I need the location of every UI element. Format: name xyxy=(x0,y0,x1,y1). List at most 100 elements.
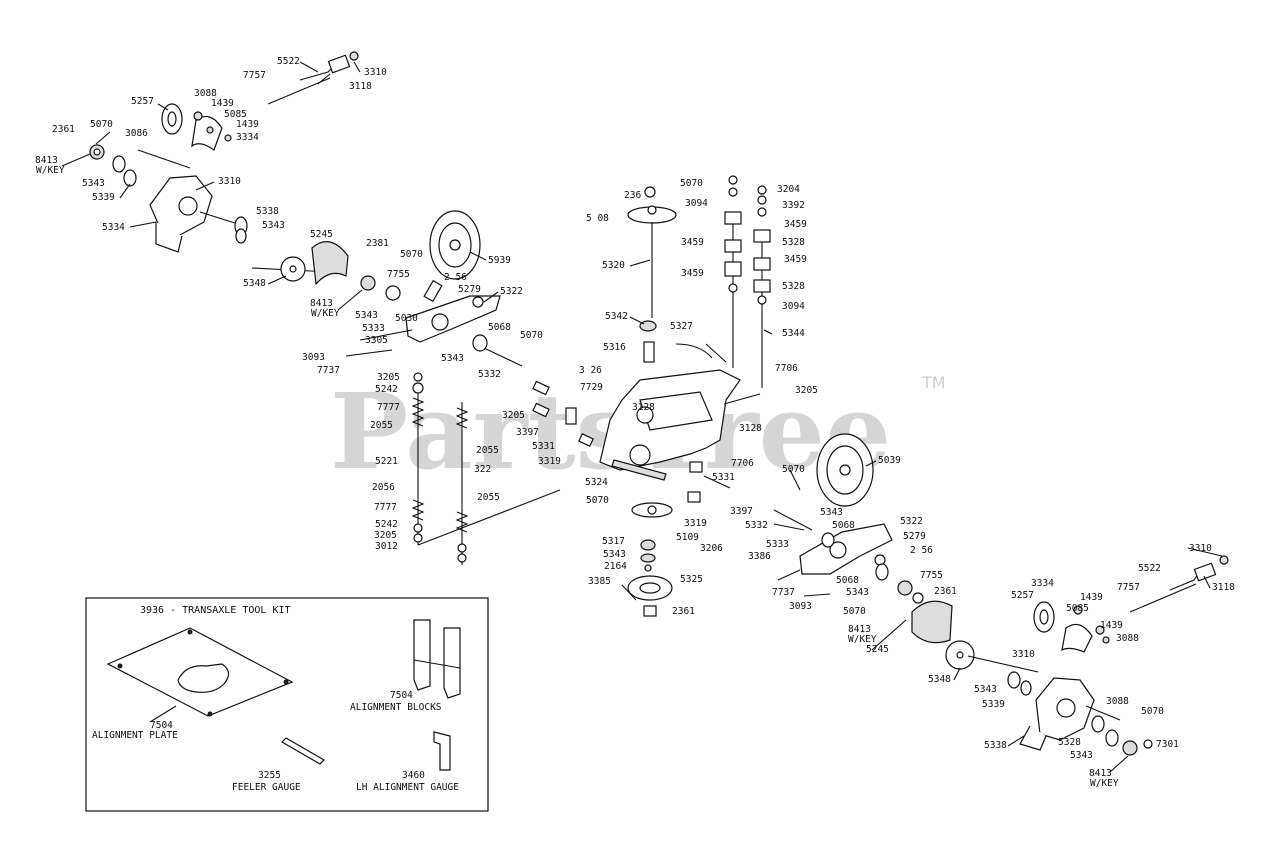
callout-label: 3459 xyxy=(681,268,704,279)
callout-label: 5 08 xyxy=(586,213,609,224)
callout-label: 8413 xyxy=(1089,768,1112,779)
tool-kit-inset: 3936 - TRANSAXLE TOOL KIT 7504 ALIGNMENT… xyxy=(85,597,489,812)
callout-label: 3086 xyxy=(125,128,148,139)
callout-label: 5324 xyxy=(585,477,608,488)
callout-label: 5257 xyxy=(1011,590,1034,601)
transaxle-housing xyxy=(532,175,771,617)
callout-label: 7729 xyxy=(580,382,603,393)
callout-label: 2381 xyxy=(366,238,389,249)
callout-label: 2361 xyxy=(934,586,957,597)
callout-label: 5085 xyxy=(224,109,247,120)
callout-label: 5068 xyxy=(836,575,859,586)
callout-label: 5344 xyxy=(782,328,805,339)
callout-label: 2164 xyxy=(604,561,627,572)
callout-label: 5242 xyxy=(375,384,398,395)
callout-label: 322 xyxy=(474,464,491,475)
callout-label: 2 56 xyxy=(910,545,933,556)
callout-label: 5348 xyxy=(928,674,951,685)
callout-label: 3118 xyxy=(1212,582,1235,593)
callout-label: 5328 xyxy=(1058,737,1081,748)
alignment-blocks xyxy=(413,619,431,691)
callout-label: 3088 xyxy=(1116,633,1139,644)
callout-label: 5070 xyxy=(400,249,423,260)
callout-label: 3118 xyxy=(349,81,372,92)
callout-label: 5522 xyxy=(277,56,300,67)
callout-label: 2055 xyxy=(476,445,499,456)
callout-label: 2055 xyxy=(477,492,500,503)
callout-label: 3385 xyxy=(588,576,611,587)
right-drive-assembly xyxy=(773,433,1229,756)
callout-label: 5317 xyxy=(602,536,625,547)
callout-label: 5343 xyxy=(262,220,285,231)
callout-label: 5070 xyxy=(782,464,805,475)
alignment-blocks-number: 7504 xyxy=(390,690,413,701)
callout-label: 7706 xyxy=(775,363,798,374)
callout-label: 5068 xyxy=(832,520,855,531)
callout-label: 5245 xyxy=(310,229,333,240)
callout-label: 5070 xyxy=(1141,706,1164,717)
callout-label: 5030 xyxy=(395,313,418,324)
callout-label: 3310 xyxy=(218,176,241,187)
callout-label: 5257 xyxy=(131,96,154,107)
callout-label: 1439 xyxy=(236,119,259,130)
callout-label: 5339 xyxy=(92,192,115,203)
callout-label: 1439 xyxy=(1100,620,1123,631)
callout-label: 3012 xyxy=(375,541,398,552)
callout-label: 7777 xyxy=(377,402,400,413)
callout-label: 3319 xyxy=(684,518,707,529)
lh-alignment-gauge-number: 3460 xyxy=(402,770,425,781)
callout-label: 5070 xyxy=(843,606,866,617)
callout-label: 5343 xyxy=(820,507,843,518)
callout-label: 5070 xyxy=(520,330,543,341)
callout-label: 3459 xyxy=(784,254,807,265)
callout-label: 5070 xyxy=(680,178,703,189)
tool-kit-frame xyxy=(85,597,489,812)
callout-label: 3397 xyxy=(730,506,753,517)
callout-label: 5332 xyxy=(478,369,501,380)
leader-lines xyxy=(61,61,1223,773)
callout-label: 8413 xyxy=(848,624,871,635)
callout-label: W/KEY xyxy=(311,308,340,319)
callout-label: 3459 xyxy=(784,219,807,230)
callout-label: 1439 xyxy=(1080,592,1103,603)
callout-label: 8413 xyxy=(310,298,333,309)
callout-label: 3094 xyxy=(685,198,708,209)
callout-label: 2055 xyxy=(370,420,393,431)
callout-label: 3206 xyxy=(700,543,723,554)
callout-label: 5327 xyxy=(670,321,693,332)
callout-label: 7301 xyxy=(1156,739,1179,750)
callout-label: 2056 xyxy=(372,482,395,493)
callout-label: 3459 xyxy=(681,237,704,248)
alignment-plate-number: 7504 xyxy=(150,720,173,731)
callout-label: 5939 xyxy=(488,255,511,266)
callout-label: 3093 xyxy=(302,352,325,363)
callout-label: 5333 xyxy=(362,323,385,334)
callout-label: 3205 xyxy=(795,385,818,396)
callout-label: 5333 xyxy=(766,539,789,550)
callout-label: 8413 xyxy=(35,155,58,166)
callout-label: 3310 xyxy=(1189,543,1212,554)
callout-label: 5242 xyxy=(375,519,398,530)
callout-label: 5343 xyxy=(603,549,626,560)
upper-left-drive-assembly xyxy=(89,51,523,367)
callout-label: 5332 xyxy=(745,520,768,531)
callout-label: 1439 xyxy=(211,98,234,109)
callout-label: 3310 xyxy=(364,67,387,78)
callout-label: 3093 xyxy=(789,601,812,612)
callout-label: 3 26 xyxy=(579,365,602,376)
callout-label: 3128 xyxy=(632,402,655,413)
callout-label: 3310 xyxy=(1012,649,1035,660)
callout-label: 5343 xyxy=(441,353,464,364)
tool-kit-title: 3936 - TRANSAXLE TOOL KIT xyxy=(140,605,291,616)
callout-label: 3088 xyxy=(194,88,217,99)
callout-label: 7755 xyxy=(920,570,943,581)
callout-label: 3397 xyxy=(516,427,539,438)
callout-label: 5343 xyxy=(846,587,869,598)
callout-label: 3305 xyxy=(365,335,388,346)
callout-label: 5109 xyxy=(676,532,699,543)
watermark-trademark: TM xyxy=(921,373,946,392)
callout-label: 5245 xyxy=(866,644,889,655)
callout-label: 5322 xyxy=(900,516,923,527)
feeler-gauge-number: 3255 xyxy=(258,770,281,781)
callout-label: 236 xyxy=(624,190,641,201)
